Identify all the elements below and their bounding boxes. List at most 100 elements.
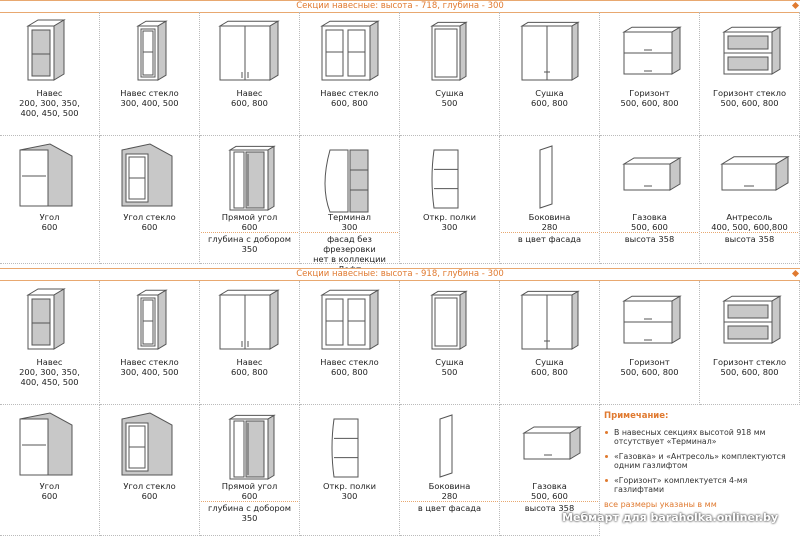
dish-dryer-double-icon <box>520 290 580 350</box>
cabinet-note: высота 358 <box>501 501 598 513</box>
open-shelves-icon <box>431 149 459 209</box>
cabinet-name: Горизонт <box>629 88 670 98</box>
cabinet-sizes: 500, 600, 800 <box>620 98 679 108</box>
note-item: «Горизонт» комплектуется 4-мя газлифтами <box>598 476 798 495</box>
cabinet-name: Боковина <box>528 212 571 222</box>
open-shelves-icon <box>331 418 359 478</box>
cabinet-sizes: 500, 600 <box>631 222 668 232</box>
cabinet-note: в цвет фасада <box>401 501 498 513</box>
cabinet-note: высота 358 <box>701 232 798 244</box>
notes-title: Примечание: <box>604 411 669 421</box>
cabinet-name: Навес стекло <box>120 357 179 367</box>
watermark: Мебмарт для baraholka.onliner.by <box>562 511 778 524</box>
dish-dryer-icon <box>430 290 468 350</box>
cabinet-name: Сушка <box>535 357 564 367</box>
cabinet-name: Сушка <box>435 357 464 367</box>
dish-dryer-double-icon <box>520 21 580 81</box>
wall-cabinet-glass-icon <box>136 289 168 350</box>
note-item: В навесных секциях высотой 918 мм отсутс… <box>598 428 798 447</box>
cabinet-sizes: 200, 300, 350, 400, 450, 500 <box>19 367 80 387</box>
cabinet-sizes: 300 <box>441 222 458 232</box>
gas-cabinet-icon <box>622 157 682 191</box>
notes-panel: Примечание: В навесных секциях высотой 9… <box>598 411 798 509</box>
cabinet-sizes: 500, 600, 800 <box>720 98 779 108</box>
straight-corner-icon <box>228 414 276 480</box>
straight-corner-icon <box>228 145 276 211</box>
cabinet-name: Горизонт стекло <box>712 88 787 98</box>
horizontal-cabinet-icon <box>622 295 682 344</box>
mezzanine-icon <box>720 155 790 191</box>
dish-dryer-icon <box>430 21 468 81</box>
terminal-icon <box>324 149 369 213</box>
corner-cabinet-glass-icon <box>121 412 173 476</box>
side-panel-icon <box>539 145 553 209</box>
cabinet-sizes: 280 <box>441 491 458 501</box>
note-item: «Газовка» и «Антресоль» комплектуются од… <box>598 452 798 471</box>
cabinet-sizes: 600 <box>141 491 158 501</box>
cabinet-name: Навес <box>36 88 63 98</box>
horizontal-cabinet-glass-icon <box>722 295 782 344</box>
cabinet-sizes: 500 <box>441 98 458 108</box>
wall-cabinet-double-glass-icon <box>320 20 380 81</box>
cabinet-sizes: 500, 600 <box>531 491 568 501</box>
cabinet-name: Навес <box>236 88 263 98</box>
cabinet-sizes: 600, 800 <box>331 367 368 377</box>
section-band-918 <box>0 268 800 281</box>
wall-cabinet-double-icon <box>218 20 280 81</box>
cabinet-sizes: 500 <box>441 367 458 377</box>
cabinet-sizes: 600, 800 <box>531 367 568 377</box>
gas-cabinet-icon <box>522 426 582 460</box>
cabinet-name: Навес стекло <box>120 88 179 98</box>
cabinet-sizes: 400, 500, 600,800 <box>711 222 788 232</box>
section-title-918: Секции навесные: высота - 918, глубина -… <box>296 269 504 279</box>
cabinet-name: Навес стекло <box>320 357 379 367</box>
cabinet-sizes: 600, 800 <box>231 367 268 377</box>
cabinet-sizes: 600, 800 <box>331 98 368 108</box>
cabinet-note: в цвет фасада <box>501 232 598 244</box>
cabinet-name: Откр. полки <box>322 481 377 491</box>
cabinet-name: Газовка <box>632 212 667 222</box>
cabinet-name: Навес <box>236 357 263 367</box>
cabinet-sizes: 600 <box>141 222 158 232</box>
cabinet-name: Откр. полки <box>422 212 477 222</box>
horizontal-cabinet-icon <box>622 26 682 75</box>
cabinet-sizes: 600 <box>241 222 258 232</box>
cabinet-note: глубина с добором 350 <box>201 232 298 254</box>
cabinet-name: Навес стекло <box>320 88 379 98</box>
cabinet-sizes: 300 <box>341 222 358 232</box>
wall-cabinet-shelves-icon <box>26 288 66 350</box>
cabinet-name: Прямой угол <box>221 481 278 491</box>
wall-cabinet-glass-icon <box>136 20 168 81</box>
cabinet-sizes: 600 <box>241 491 258 501</box>
cabinet-name: Прямой угол <box>221 212 278 222</box>
cabinet-name: Боковина <box>428 481 471 491</box>
corner-cabinet-glass-icon <box>121 143 173 207</box>
wall-cabinet-double-glass-icon <box>320 289 380 350</box>
cabinet-sizes: 600 <box>41 222 58 232</box>
cabinet-sizes: 300 <box>341 491 358 501</box>
wall-cabinet-shelves-icon <box>26 19 66 81</box>
wall-cabinet-double-icon <box>218 289 280 350</box>
cabinet-name: Горизонт стекло <box>712 357 787 367</box>
cabinet-sizes: 280 <box>541 222 558 232</box>
corner-cabinet-icon <box>19 412 73 476</box>
cabinet-name: Угол <box>39 481 60 491</box>
section-band-718 <box>0 0 800 13</box>
